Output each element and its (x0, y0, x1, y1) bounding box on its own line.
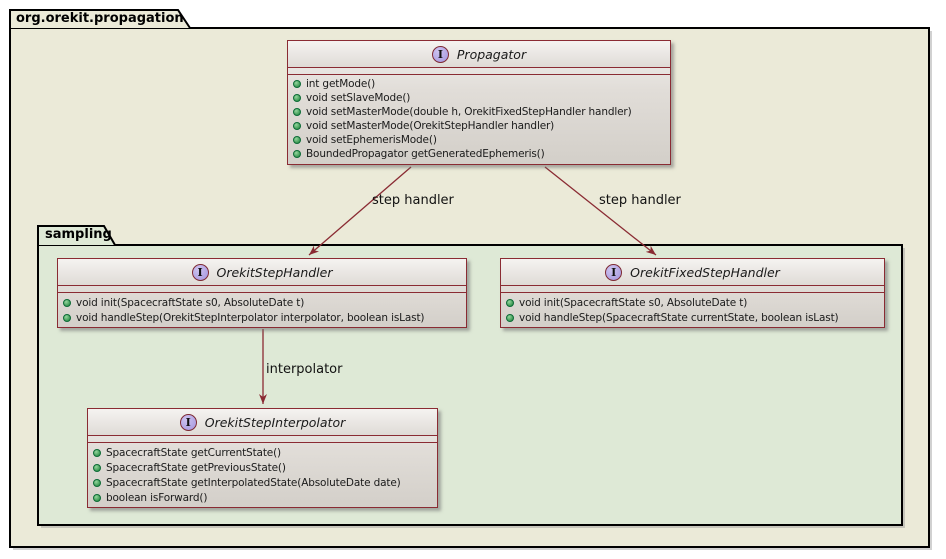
public-method-icon (506, 298, 514, 307)
method-row: void setMasterMode(double h, OrekitFixed… (293, 105, 665, 119)
method-label: void handleStep(OrekitStepInterpolator i… (76, 311, 425, 324)
method-label: void setMasterMode(OrekitStepHandler han… (306, 120, 555, 132)
method-row: void setMasterMode(OrekitStepHandler han… (293, 119, 665, 133)
public-method-icon (293, 136, 301, 144)
public-method-icon (63, 313, 71, 322)
method-row: BoundedPropagator getGeneratedEphemeris(… (293, 147, 665, 161)
class-header: I Propagator (288, 41, 670, 68)
method-label: void setEphemerisMode() (306, 134, 437, 146)
class-header: I OrekitFixedStepHandler (501, 259, 884, 286)
public-method-icon (293, 150, 301, 158)
method-label: BoundedPropagator getGeneratedEphemeris(… (306, 148, 545, 160)
class-name: OrekitStepHandler (216, 264, 333, 280)
class-name: OrekitFixedStepHandler (630, 264, 780, 280)
method-label: void init(SpacecraftState s0, AbsoluteDa… (76, 296, 305, 309)
public-method-icon (293, 122, 301, 130)
public-method-icon (93, 463, 101, 472)
interface-icon: I (605, 263, 623, 281)
method-label: boolean isForward() (106, 491, 208, 504)
method-row: void handleStep(SpacecraftState currentS… (506, 310, 879, 325)
fields-compartment (288, 68, 670, 75)
method-label: void setSlaveMode() (306, 92, 411, 104)
outer-package-name: org.orekit.propagation (16, 11, 184, 26)
public-method-icon (93, 448, 101, 457)
inner-package-name: sampling (45, 227, 112, 242)
public-method-icon (293, 94, 301, 102)
interface-icon: I (179, 413, 197, 431)
public-method-icon (93, 478, 101, 487)
method-label: SpacecraftState getPreviousState() (106, 461, 286, 474)
edge-label-step-handler-right: step handler (599, 193, 681, 208)
methods-compartment: SpacecraftState getCurrentState() Spacec… (88, 443, 437, 505)
outer-package-tab (9, 9, 191, 29)
methods-compartment: int getMode() void setSlaveMode() void s… (288, 75, 670, 161)
method-row: int getMode() (293, 77, 665, 91)
edge-label-interpolator: interpolator (266, 362, 343, 377)
public-method-icon (93, 493, 101, 502)
methods-compartment: void init(SpacecraftState s0, AbsoluteDa… (58, 293, 466, 325)
class-orekitfixedstephandler: I OrekitFixedStepHandler void init(Space… (500, 258, 885, 328)
class-orekitstephandler: I OrekitStepHandler void init(Spacecraft… (57, 258, 467, 328)
method-row: void handleStep(OrekitStepInterpolator i… (63, 310, 461, 325)
method-label: SpacecraftState getInterpolatedState(Abs… (106, 476, 401, 489)
method-label: void init(SpacecraftState s0, AbsoluteDa… (519, 296, 748, 309)
public-method-icon (506, 313, 514, 322)
fields-compartment (58, 286, 466, 293)
class-header: I OrekitStepHandler (58, 259, 466, 286)
arrow-propagator-to-fixedstephandler (544, 166, 657, 256)
method-label: void handleStep(SpacecraftState currentS… (519, 311, 839, 324)
method-row: SpacecraftState getInterpolatedState(Abs… (93, 475, 432, 490)
interface-icon: I (191, 263, 209, 281)
interface-icon: I (431, 45, 449, 63)
public-method-icon (293, 108, 301, 116)
class-orekitstepinterpolator: I OrekitStepInterpolator SpacecraftState… (87, 408, 438, 508)
edge-label-step-handler-left: step handler (372, 193, 454, 208)
inner-package-tab (37, 225, 116, 246)
method-label: int getMode() (306, 78, 376, 90)
class-header: I OrekitStepInterpolator (88, 409, 437, 436)
method-row: void init(SpacecraftState s0, AbsoluteDa… (506, 295, 879, 310)
class-name: OrekitStepInterpolator (204, 414, 346, 430)
method-row: void setSlaveMode() (293, 91, 665, 105)
public-method-icon (293, 80, 301, 88)
fields-compartment (501, 286, 884, 293)
method-row: boolean isForward() (93, 490, 432, 505)
method-row: void setEphemerisMode() (293, 133, 665, 147)
class-name: Propagator (456, 46, 527, 62)
method-row: SpacecraftState getCurrentState() (93, 445, 432, 460)
method-row: void init(SpacecraftState s0, AbsoluteDa… (63, 295, 461, 310)
method-row: SpacecraftState getPreviousState() (93, 460, 432, 475)
fields-compartment (88, 436, 437, 443)
method-label: SpacecraftState getCurrentState() (106, 446, 281, 459)
methods-compartment: void init(SpacecraftState s0, AbsoluteDa… (501, 293, 884, 325)
arrow-propagator-to-stephandler (308, 166, 412, 256)
class-propagator: I Propagator int getMode() void setSlave… (287, 40, 671, 165)
method-label: void setMasterMode(double h, OrekitFixed… (306, 106, 632, 118)
public-method-icon (63, 298, 71, 307)
